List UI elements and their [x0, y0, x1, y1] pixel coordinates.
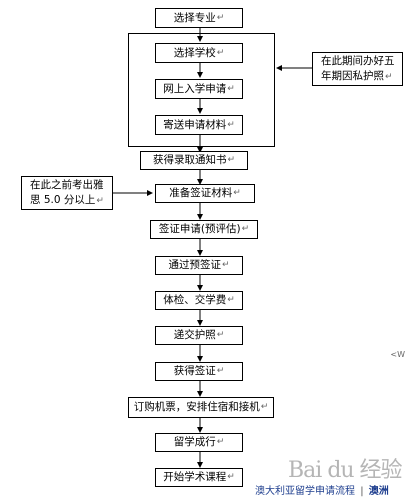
return-mark: ↵ — [227, 155, 236, 165]
step-visa-application: 签证申请(预评估)↵ — [150, 220, 258, 239]
caption-separator: | — [360, 486, 364, 497]
step-label: 通过预签证 — [168, 259, 221, 272]
caption-title: 澳大利亚留学申请流程 — [255, 486, 355, 497]
step-obtain-visa: 获得签证↵ — [155, 362, 243, 381]
step-label: 开始学术课程 — [163, 471, 227, 484]
return-mark: ↵ — [385, 71, 393, 82]
return-mark: ↵ — [216, 437, 225, 447]
note-line: 思 5.0 分以上 — [30, 193, 96, 206]
step-choose-major: 选择专业↵ — [155, 8, 243, 28]
step-label: 获得签证 — [173, 365, 216, 378]
note-line: 在此期间办好五 — [321, 54, 395, 67]
caption: 澳大利亚留学申请流程 | 澳洲 — [255, 482, 389, 497]
step-label: 体检、交学费 — [163, 294, 227, 307]
step-book-flights: 订购机票，安排住宿和接机↵ — [128, 397, 274, 418]
step-label: 获得录取通知书 — [152, 154, 227, 167]
return-mark: ↵ — [227, 119, 235, 130]
step-pass-pre-visa: 通过预签证↵ — [155, 256, 243, 275]
note-passport-text: 在此期间办好五 年期因私护照↵ — [321, 54, 395, 85]
step-label: 选择专业 — [173, 11, 216, 24]
return-mark: ↵ — [241, 224, 250, 234]
return-mark: ↵ — [221, 260, 230, 270]
return-mark: ↵ — [96, 195, 104, 206]
return-mark: ↵ — [260, 402, 269, 412]
step-depart: 留学成行↵ — [155, 433, 243, 452]
step-submit-passport: 递交护照↵ — [155, 326, 243, 345]
step-prepare-visa-materials: 准备签证材料↵ — [155, 184, 255, 203]
return-mark: ↵ — [227, 295, 235, 305]
step-label: 寄送申请材料 — [163, 118, 227, 131]
step-medical-tuition: 体检、交学费↵ — [155, 291, 243, 310]
step-label: 留学成行 — [173, 436, 216, 449]
edge-mark: <W — [390, 350, 405, 359]
note-ielts: 在此之前考出雅 思 5.0 分以上↵ — [21, 176, 113, 210]
application-group-frame — [128, 33, 275, 147]
step-label: 准备签证材料 — [169, 187, 233, 200]
return-mark: ↵ — [233, 188, 241, 198]
step-offer-letter: 获得录取通知书↵ — [140, 151, 248, 170]
return-mark: ↵ — [216, 330, 225, 340]
return-mark: ↵ — [216, 366, 225, 376]
baidu-watermark: Bai du 经验 — [288, 458, 403, 483]
step-label: 签证申请(预评估) — [158, 223, 241, 236]
note-line: 年期因私护照 — [321, 69, 384, 82]
step-label: 递交护照 — [173, 329, 216, 342]
return-mark: ↵ — [216, 47, 225, 58]
return-mark: ↵ — [216, 12, 225, 23]
step-choose-school: 选择学校↵ — [155, 43, 243, 63]
return-mark: ↵ — [227, 83, 235, 94]
caption-tag: 澳洲 — [368, 486, 389, 497]
note-ielts-text: 在此之前考出雅 思 5.0 分以上↵ — [30, 178, 104, 209]
step-label: 订购机票，安排住宿和接机 — [133, 401, 260, 414]
step-online-application: 网上入学申请↵ — [155, 79, 243, 99]
note-passport: 在此期间办好五 年期因私护照↵ — [312, 52, 403, 86]
step-start-courses: 开始学术课程↵ — [155, 468, 243, 487]
step-send-materials: 寄送申请材料↵ — [155, 115, 243, 135]
step-label: 网上入学申请 — [163, 82, 227, 95]
step-label: 选择学校 — [173, 46, 216, 59]
return-mark: ↵ — [227, 472, 235, 482]
note-line: 在此之前考出雅 — [30, 178, 104, 191]
